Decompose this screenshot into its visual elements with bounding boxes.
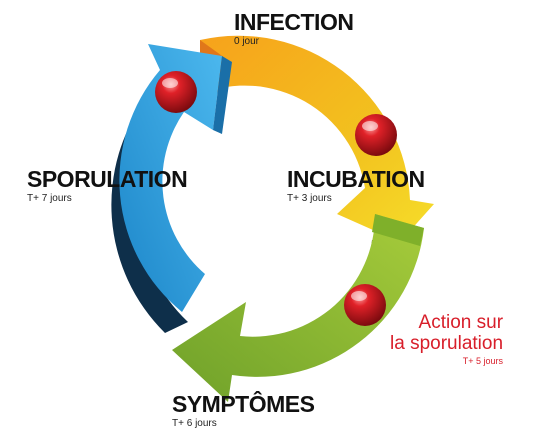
infection-incubation-arrow	[200, 35, 434, 242]
stage-incubation-title: INCUBATION	[287, 166, 425, 192]
action-time: T+ 5 jours	[462, 355, 504, 366]
sporulation-infection-arrow	[119, 44, 222, 312]
symptomes-arrow-edge	[372, 214, 424, 246]
action-line-2: la sporulation	[390, 332, 504, 354]
action-callout: Action sur la sporulation T+ 5 jours	[390, 312, 504, 366]
stage-incubation: INCUBATION T+ 3 jours	[287, 168, 425, 205]
stage-incubation-time: T+ 3 jours	[287, 193, 332, 204]
marker-action-sporulation	[344, 284, 386, 326]
stage-infection-time: 0 jour	[234, 36, 260, 47]
stage-infection-title: INFECTION	[234, 9, 354, 35]
stage-sporulation-time: T+ 7 jours	[27, 193, 72, 204]
stage-sporulation-title: SPORULATION	[27, 166, 188, 192]
marker-incubation	[355, 114, 397, 156]
marker-sporulation	[155, 71, 197, 113]
sporulation-arrow-head-side	[213, 56, 232, 134]
stage-infection: INFECTION 0 jour	[234, 9, 354, 48]
stage-symptomes: SYMPTÔMES T+ 6 jours	[172, 391, 315, 430]
incubation-symptomes-arrow	[172, 214, 424, 402]
stage-symptomes-title: SYMPTÔMES	[172, 391, 315, 417]
stage-sporulation: SPORULATION T+ 7 jours	[27, 166, 188, 205]
stage-symptomes-time: T+ 6 jours	[172, 418, 217, 429]
action-line-1: Action sur	[418, 312, 504, 333]
